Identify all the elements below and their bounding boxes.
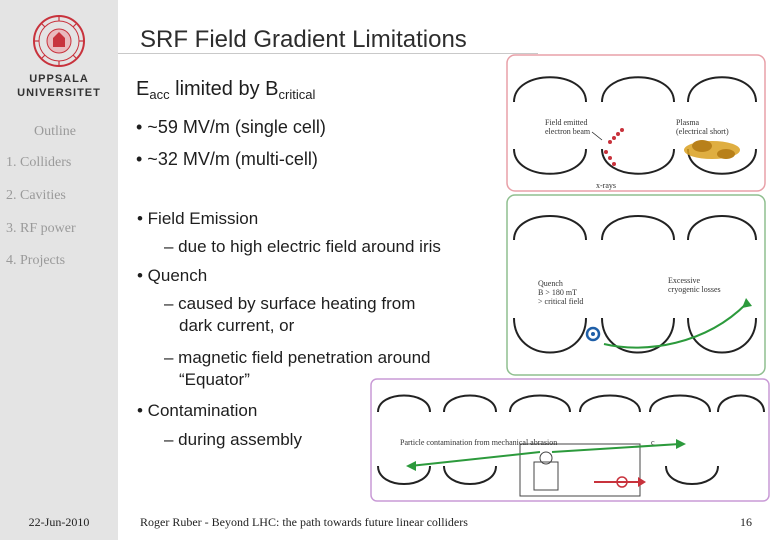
outline-item-cavities[interactable]: 2. Cavities — [6, 188, 66, 203]
heading-sub-acc: acc — [149, 87, 170, 102]
slide-title: SRF Field Gradient Limitations — [140, 26, 467, 53]
university-name-line1: UPPSALA — [29, 73, 89, 85]
detail-quench-1b: dark current, or — [179, 316, 295, 335]
quench-diagram — [506, 194, 766, 376]
footer-date: 22-Jun-2010 — [28, 515, 90, 529]
outline-item-projects[interactable]: 4. Projects — [6, 253, 66, 268]
footer-text: Roger Ruber - Beyond LHC: the path towar… — [140, 515, 468, 529]
label-x-rays: x-rays — [596, 181, 616, 190]
outline-title: Outline — [34, 124, 76, 139]
heading-sub-critical: critical — [278, 87, 316, 102]
label-field-emitted-2: electron beam — [545, 127, 591, 136]
label-plasma: Plasma(electrical short) — [676, 118, 729, 136]
outline-item-colliders[interactable]: 1. Colliders — [6, 155, 72, 170]
label-quench-2: B > 180 mT — [538, 288, 577, 297]
university-name-line2: UNIVERSITET — [17, 87, 101, 99]
detail-field-emission: – due to high electric field around iris — [164, 237, 441, 256]
bullet-contamination: • Contamination — [137, 401, 258, 420]
label-quench-1: Quench — [538, 279, 563, 288]
label-contam-c: c — [651, 438, 655, 447]
heading-e: E — [136, 78, 150, 100]
limit-multi-cell: • ~32 MV/m (multi-cell) — [136, 149, 318, 169]
page-number: 16 — [740, 515, 752, 529]
heading-limited-by: limited by B — [169, 78, 279, 100]
bullet-field-emission: • Field Emission — [137, 209, 259, 228]
detail-quench-1a: – caused by surface heating from — [164, 294, 416, 313]
label-plasma-1: Plasma — [676, 118, 700, 127]
university-name: UPPSALA UNIVERSITET — [0, 72, 118, 100]
label-plasma-2: (electrical short) — [676, 127, 729, 136]
label-particle-contamination: Particle contamination from mechanical a… — [400, 438, 558, 447]
label-field-emitted-1: Field emitted — [545, 118, 588, 127]
contamination-diagram — [370, 378, 770, 502]
title-divider — [118, 53, 538, 54]
bullet-quench: • Quench — [137, 266, 208, 285]
detail-contamination: – during assembly — [164, 430, 302, 449]
label-quench-3: > critical field — [538, 297, 584, 306]
field-emission-diagram — [506, 54, 766, 192]
label-cryogenic-2: cryogenic losses — [668, 285, 721, 294]
label-cryogenic-1: Excessive — [668, 276, 700, 285]
gradient-heading: Eacc limited by Bcritical — [136, 78, 315, 102]
sidebar: UPPSALA UNIVERSITET Outline 1. Colliders… — [0, 0, 118, 540]
detail-quench-2a: – magnetic field penetration around — [164, 348, 431, 367]
detail-quench-2b: “Equator” — [179, 370, 250, 389]
limit-single-cell: • ~59 MV/m (single cell) — [136, 117, 326, 137]
university-seal-logo — [33, 15, 85, 67]
outline-item-rf-power[interactable]: 3. RF power — [6, 221, 76, 236]
